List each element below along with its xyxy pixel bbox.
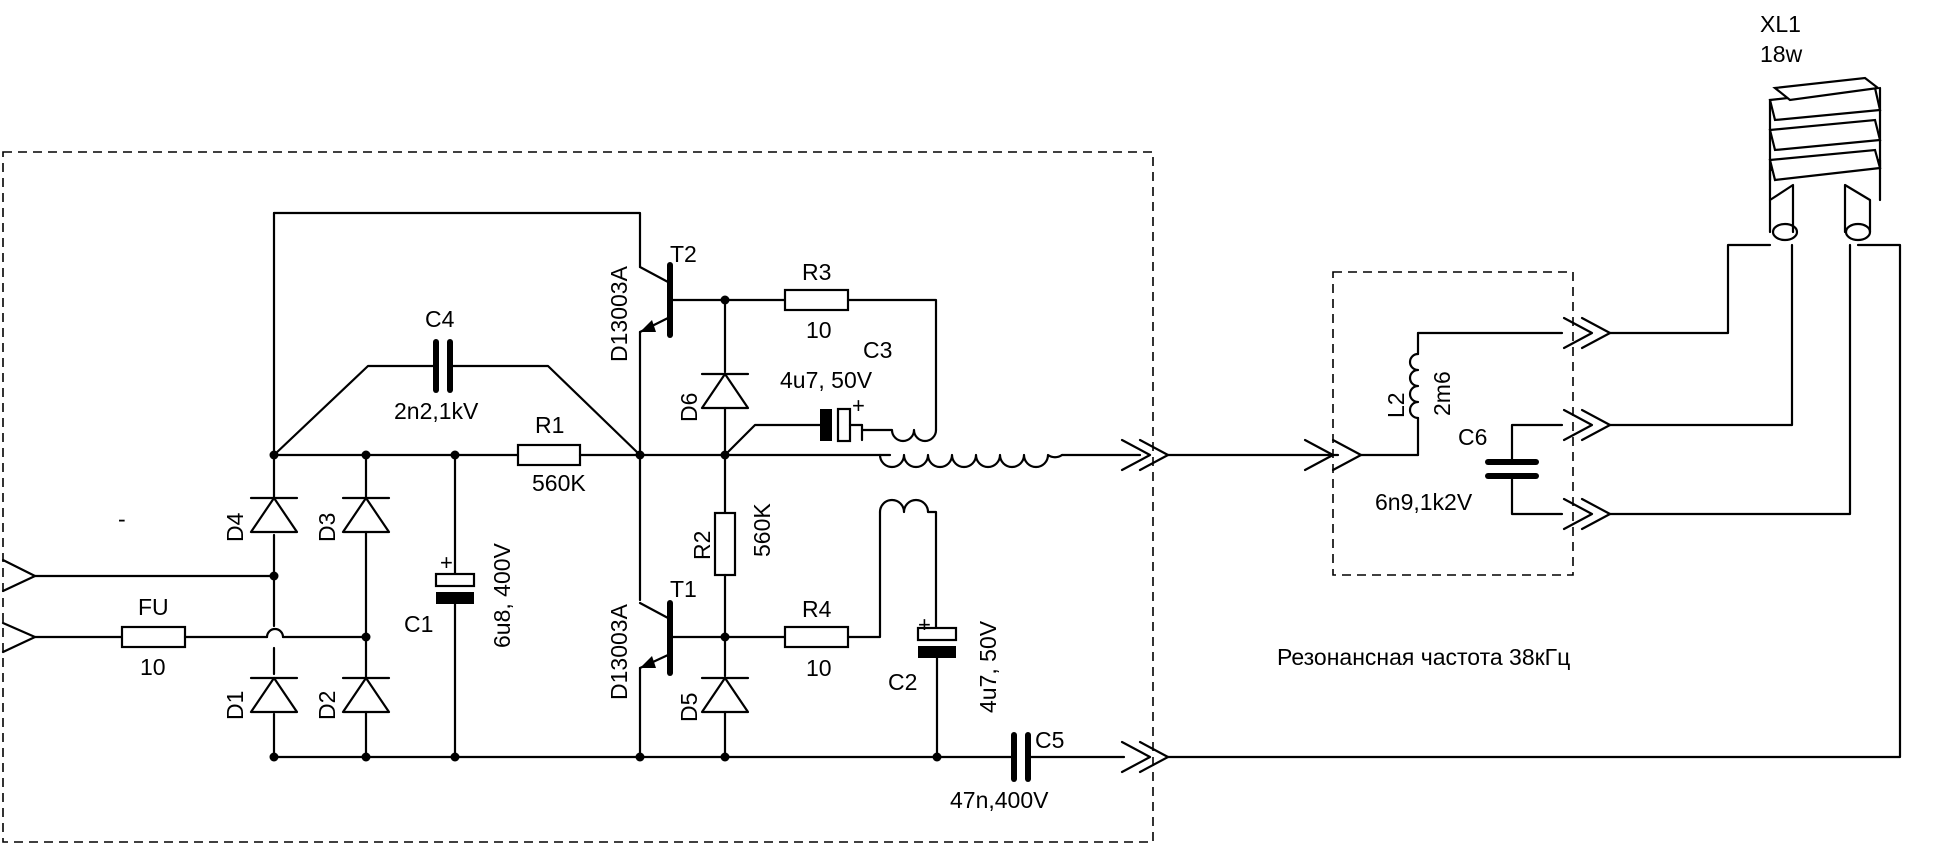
c3-ref: C3: [863, 337, 892, 363]
transformer-winding-lower: [878, 498, 938, 630]
connector-lamp-1: [1562, 316, 1612, 350]
input-terminal-2: [1, 621, 37, 654]
r3-value: 10: [806, 317, 832, 343]
transistor-t2: [638, 262, 727, 338]
resistor-r1: [516, 443, 582, 467]
diode-d5: [700, 676, 750, 714]
xl1-ref: XL1: [1760, 11, 1801, 37]
d2-ref: D2: [314, 691, 340, 720]
fu-ref: FU: [138, 594, 169, 620]
diode-d2: [341, 676, 391, 714]
capacitor-c1: +: [434, 550, 476, 604]
diode-d6: [700, 372, 750, 410]
cfl-lamp-xl1: [1768, 76, 1882, 242]
c5-value: 47n,400V: [950, 787, 1049, 813]
junction-dots: [269, 295, 942, 762]
fuse-fu: [120, 625, 187, 649]
capacitor-c4: [433, 339, 453, 393]
t2-ref: T2: [670, 241, 697, 267]
input-polarity-mark: -: [118, 506, 126, 532]
inductor-l2: [1408, 352, 1420, 420]
c3-value: 4u7, 50V: [780, 367, 873, 393]
r4-value: 10: [806, 655, 832, 681]
r2-value: 560K: [749, 503, 775, 557]
transformer-winding-upper: [860, 428, 938, 443]
resonance-note: Резонансная частота 38кГц: [1277, 644, 1570, 670]
connector-lamp-2: [1562, 408, 1612, 442]
l2-ref: L2: [1383, 392, 1409, 418]
resonant-board-outline: [1332, 271, 1574, 576]
r3-ref: R3: [802, 259, 831, 285]
c6-value: 6n9,1k2V: [1375, 489, 1473, 515]
d5-ref: D5: [676, 693, 702, 722]
c2-ref: C2: [888, 669, 917, 695]
c1-ref: C1: [404, 611, 433, 637]
diode-d4: [249, 493, 299, 534]
t1-part: D13003A: [606, 603, 632, 700]
transistor-t1: [638, 600, 727, 676]
t2-part: D13003A: [606, 265, 632, 362]
r2-ref: R2: [689, 531, 715, 560]
driver-board-outline: [2, 151, 1154, 843]
transformer-winding-main: [878, 453, 1064, 469]
svg-text:+: +: [852, 393, 865, 418]
r4-ref: R4: [802, 596, 832, 622]
fu-value: 10: [140, 654, 166, 680]
c4-value: 2n2,1kV: [394, 398, 479, 424]
r1-value: 560K: [532, 470, 586, 496]
d3-ref: D3: [314, 513, 340, 542]
svg-text:+: +: [918, 612, 931, 637]
capacitor-c3: +: [820, 393, 865, 443]
resistor-r4: [783, 625, 850, 649]
t1-ref: T1: [670, 576, 697, 602]
capacitor-c5: [1011, 732, 1031, 782]
c1-value: 6u8, 400V: [489, 542, 515, 648]
c2-value: 4u7, 50V: [975, 620, 1001, 713]
c4-ref: C4: [425, 306, 455, 332]
c6-ref: C6: [1458, 424, 1487, 450]
resistor-r2: [713, 511, 737, 577]
capacitor-c6: [1485, 459, 1539, 479]
c5-ref: C5: [1035, 727, 1064, 753]
d6-ref: D6: [676, 393, 702, 422]
r1-ref: R1: [535, 412, 564, 438]
xl1-value: 18w: [1760, 41, 1803, 67]
diode-d1: [249, 676, 299, 714]
d4-ref: D4: [222, 512, 248, 542]
svg-text:+: +: [440, 550, 453, 575]
l2-value: 2m6: [1429, 371, 1455, 416]
input-terminal-1: [1, 558, 37, 593]
resistor-r3: [783, 288, 850, 312]
capacitor-c2: +: [916, 612, 958, 658]
connector-out-lower: [1120, 740, 1170, 774]
diode-d3: [341, 496, 391, 534]
connector-lamp-3: [1562, 497, 1612, 531]
d1-ref: D1: [222, 691, 248, 720]
